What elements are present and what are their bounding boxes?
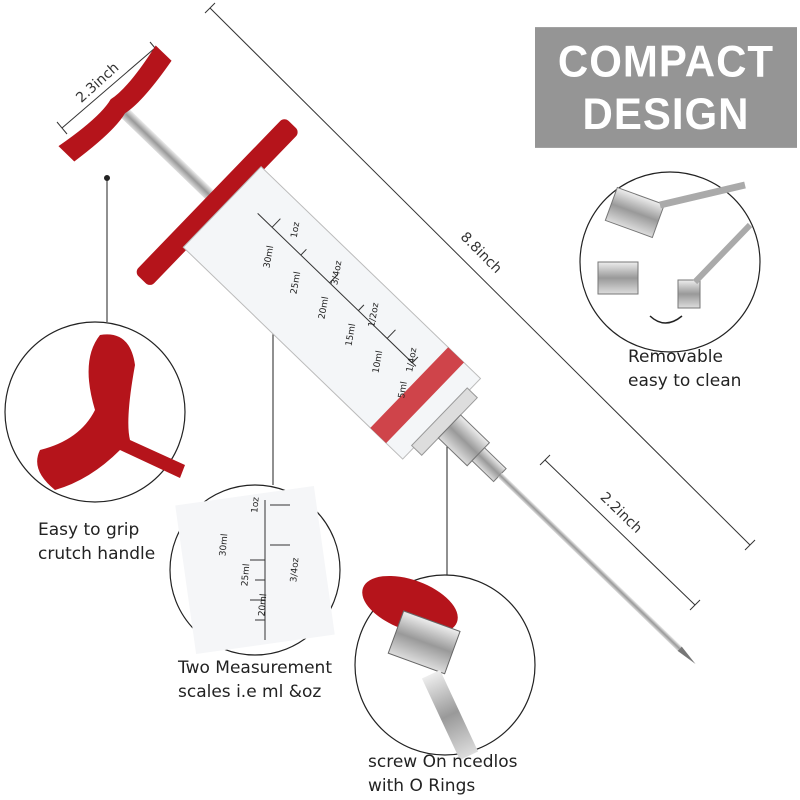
callout-line: Removable [628,347,723,367]
ml-mark: 25ml [240,563,253,587]
needle-closeup [362,575,479,761]
callout-line: with O Rings [368,776,476,796]
removable-callout: Removable easy to clean [628,345,741,393]
compact-design-banner: COMPACT DESIGN [535,27,797,148]
ml-mark: 30ml [218,533,231,557]
callout-line: Two Measurement [178,658,332,678]
removable-closeup [597,181,753,324]
detail-circles [4,171,761,756]
oz-mark: 1oz [250,496,262,514]
callout-line: scales i.e ml &oz [178,682,322,702]
handle-callout: Easy to grip crutch handle [38,518,155,566]
scale-closeup [175,485,335,655]
callout-line: easy to clean [628,371,742,391]
oz-mark: 3/4oz [289,557,302,583]
callout-line: screw On ncedlos [368,752,518,772]
ml-mark: 20ml [257,593,270,617]
scales-callout: Two Measurement scales i.e ml &oz [178,656,332,704]
callout-line: Easy to grip [38,520,140,540]
handle-closeup [37,334,186,490]
banner-line-2: DESIGN [582,89,750,139]
dimension-lines [56,2,756,611]
banner-line-1: COMPACT [557,36,775,86]
needle-callout: screw On ncedlos with O Rings [368,750,518,798]
callout-line: crutch handle [38,544,156,564]
syringe [58,45,696,665]
